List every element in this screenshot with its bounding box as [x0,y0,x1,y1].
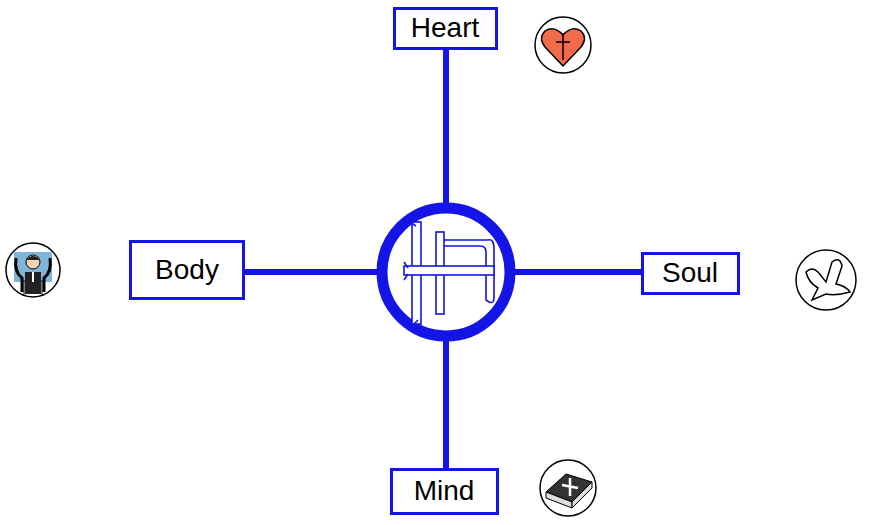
label-box: Body [129,240,245,300]
label-box: Heart [393,7,498,50]
box-label: Body [155,255,219,286]
box-label: Mind [414,476,475,507]
label-box: Soul [641,252,740,295]
box-label: Heart [411,13,479,44]
bible-icon [540,460,596,516]
dove-icon [796,250,856,310]
label-box: Mind [390,468,499,515]
heart-icon [535,17,591,73]
center-ring [382,208,510,336]
strong-man-icon [6,243,60,297]
box-label: Soul [662,258,718,289]
spoke-lines [187,28,690,492]
hp-cross-monogram [404,222,494,326]
